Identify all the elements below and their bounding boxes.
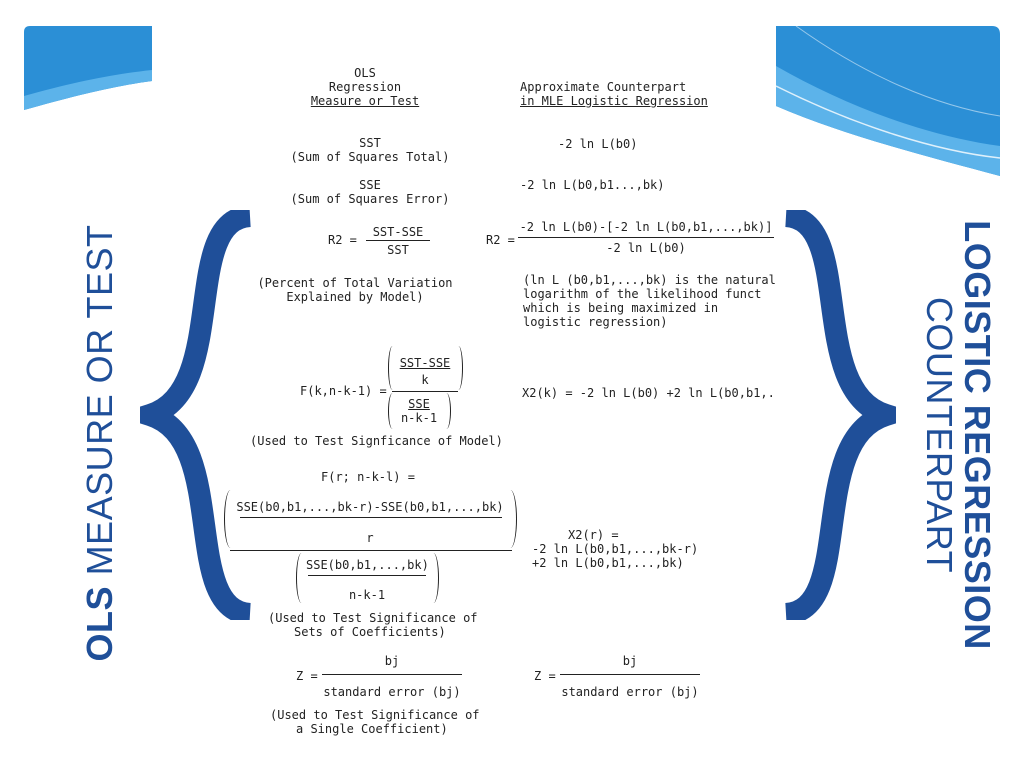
header-right: Approximate Counterpart in MLE Logistic …: [520, 80, 708, 108]
f-open-paren-top: [388, 346, 397, 390]
r2-num: SST-SSE: [372, 225, 424, 239]
left-title-bold: OLS: [79, 585, 120, 662]
header-left-line2: Regression: [328, 80, 402, 94]
header-right-line2: in MLE Logistic Regression: [520, 94, 708, 108]
header-left-line1: OLS: [354, 66, 376, 80]
z-num: bj: [384, 654, 400, 668]
r2-fraction-bar: [366, 240, 430, 241]
r2-right-fraction-bar: [518, 237, 774, 238]
f-fraction-bar: [392, 391, 458, 392]
chi-r-line2: -2 ln L(b0,b1,...,bk-r): [532, 542, 699, 556]
z-desc-line2: a Single Coefficient): [296, 722, 448, 736]
r2-desc: (Percent of Total Variation Explained by…: [255, 276, 455, 304]
pf-desc-line1: (Used to Test Significance of: [268, 611, 478, 625]
sse-row: SSE (Sum of Squares Error): [285, 178, 455, 206]
pf-den-top: SSE(b0,b1,...,bk): [306, 558, 429, 572]
z-right-num: bj: [622, 654, 638, 668]
r2-right-desc-line3: which is being maximized in: [523, 301, 719, 315]
f-lhs: F(k,n-k-1) =: [300, 384, 387, 398]
sse-label: SSE: [359, 178, 381, 192]
chi-k-counterpart: X2(k) = -2 ln L(b0) +2 ln L(b0,b1,.: [522, 386, 775, 400]
r2-den: SST: [387, 243, 409, 257]
right-curly-brace: [784, 210, 896, 620]
z-right-den: standard error (bj): [561, 685, 699, 699]
chi-r-counterpart: X2(r) = -2 ln L(b0,b1,...,bk-r) +2 ln L(…: [532, 528, 698, 570]
f-num-top: SST-SSE: [399, 356, 451, 370]
left-curly-brace: [140, 210, 252, 620]
f-num-bot: k: [421, 373, 429, 387]
top-right-corner-decoration: [776, 26, 1000, 176]
pf-open-paren-bot: [296, 553, 307, 603]
r2-lhs: R2 =: [328, 233, 357, 247]
r2-desc-line1: (Percent of Total Variation: [257, 276, 453, 290]
pf-open-paren-top: [224, 490, 237, 548]
top-left-corner-decoration: [24, 26, 152, 110]
left-vertical-title: OLS MEASURE OR TEST: [79, 225, 121, 662]
pf-desc: (Used to Test Significance of Sets of Co…: [268, 611, 478, 639]
right-title-line2: COUNTERPART: [919, 296, 960, 574]
f-open-paren-bot: [388, 393, 397, 429]
r2-right-desc: (ln L (b0,b1,...,bk) is the natural loga…: [523, 273, 776, 329]
f-close-paren-top: [454, 346, 463, 390]
z-desc-line1: (Used to Test Significance of: [270, 708, 480, 722]
r2-right-den: -2 ln L(b0): [606, 241, 686, 255]
sst-label: SST: [359, 136, 381, 150]
sse-desc: (Sum of Squares Error): [290, 192, 450, 206]
pf-close-paren-bot: [428, 553, 439, 603]
f-den-top: SSE: [408, 397, 430, 411]
z-right-fraction-bar: [560, 674, 700, 675]
f-desc: (Used to Test Signficance of Model): [250, 434, 503, 448]
header-left: OLS Regression Measure or Test: [300, 66, 430, 108]
f-den-bot: n-k-1: [400, 411, 438, 425]
pf-lhs: F(r; n-k-l) =: [321, 470, 415, 484]
z-desc: (Used to Test Significance of a Single C…: [270, 708, 480, 736]
z-fraction-bar: [322, 674, 462, 675]
sst-row: SST (Sum of Squares Total): [285, 136, 455, 164]
r2-right-desc-line2: logarithm of the likelihood funct: [523, 287, 762, 301]
z-right-lhs: Z =: [534, 669, 556, 683]
pf-den-bot: n-k-1: [348, 588, 386, 602]
pf-close-paren-top: [504, 490, 517, 548]
pf-r: r: [366, 531, 374, 545]
pf-den-bar: [308, 575, 426, 576]
right-title-line1: LOGISTIC REGRESSION: [957, 220, 998, 650]
header-right-line1: Approximate Counterpart: [520, 80, 687, 94]
z-den: standard error (bj): [323, 685, 461, 699]
header-left-line3: Measure or Test: [310, 94, 420, 108]
f-close-paren-bot: [442, 393, 451, 429]
left-title-rest: MEASURE OR TEST: [79, 224, 120, 576]
right-vertical-title: LOGISTIC REGRESSION COUNTERPART: [919, 220, 998, 650]
chi-r-line3: +2 ln L(b0,b1,...,bk): [532, 556, 684, 570]
pf-desc-line2: Sets of Coefficients): [294, 625, 446, 639]
r2-desc-line2: Explained by Model): [286, 290, 424, 304]
sse-counterpart: -2 ln L(b0,b1...,bk): [520, 178, 665, 192]
z-lhs: Z =: [296, 669, 318, 683]
r2-right-lhs: R2 =: [486, 233, 515, 247]
r2-right-desc-line1: (ln L (b0,b1,...,bk) is the natural: [523, 273, 776, 287]
chi-r-line1: X2(r) =: [568, 528, 619, 542]
r2-right-desc-line4: logistic regression): [523, 315, 668, 329]
pf-inner-bar: [240, 517, 502, 518]
sst-counterpart: -2 ln L(b0): [558, 137, 638, 151]
pf-main-bar: [230, 550, 512, 551]
pf-num: SSE(b0,b1,...,bk-r)-SSE(b0,b1,...,bk): [236, 500, 504, 514]
sst-desc: (Sum of Squares Total): [290, 150, 450, 164]
r2-right-num: -2 ln L(b0)-[-2 ln L(b0,b1,...,bk)]: [519, 220, 773, 234]
